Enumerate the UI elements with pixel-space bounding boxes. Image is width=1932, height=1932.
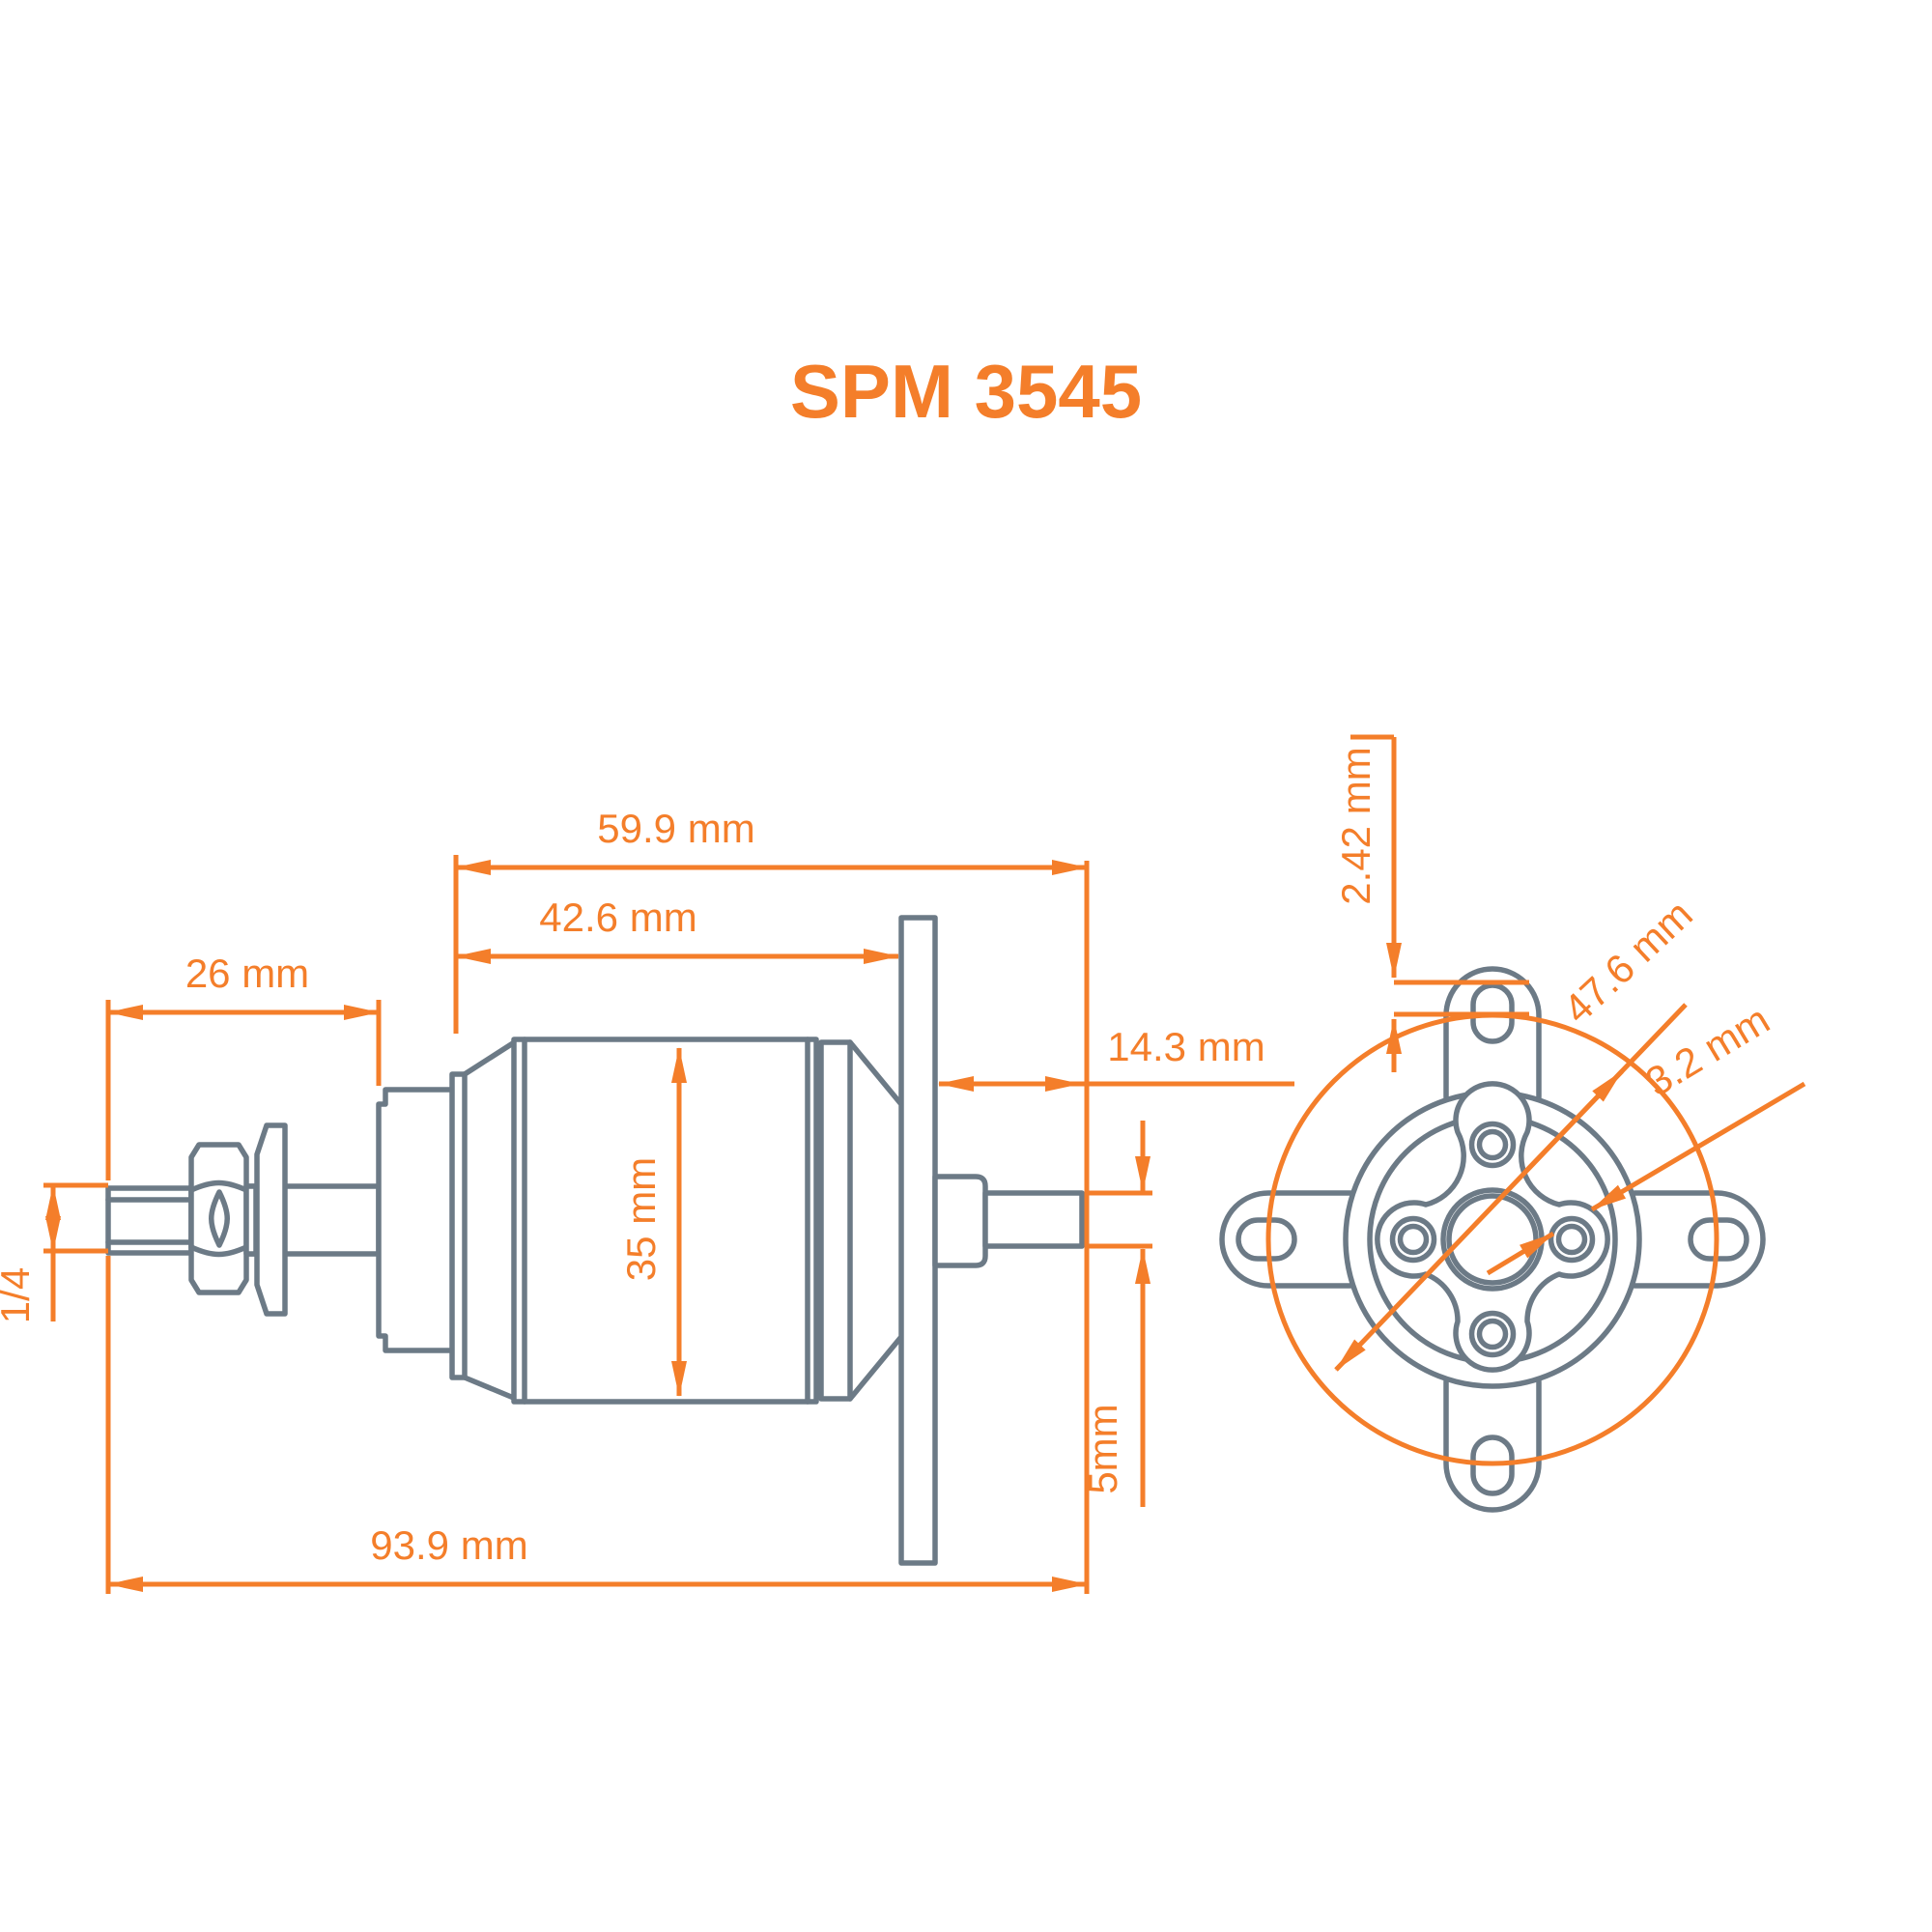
dim-rear-shaft-length-label: 14.3 mm <box>1107 1024 1264 1069</box>
mount-holes <box>1389 1121 1596 1358</box>
front-plate <box>449 1038 519 1402</box>
bolt-circle <box>1265 1012 1719 1466</box>
dim-rear-shaft-diameter-label: 5mm <box>1080 1404 1125 1493</box>
mount-base <box>376 1087 457 1353</box>
dim-overall-length: 93.9 mm <box>107 1522 1088 1592</box>
dim-mount-hole-diameter-label: 3.2 mm <box>1637 996 1776 1104</box>
dim-rear-shaft-length: 14.3 mm <box>938 1024 1294 1092</box>
dim-can-diameter: 35 mm <box>618 1047 687 1397</box>
motor-can <box>511 1037 819 1405</box>
prop-nut <box>188 1142 249 1295</box>
dim-front-shaft-length: 26 mm <box>107 951 380 1020</box>
drawing-title: SPM 3545 <box>790 349 1142 434</box>
dim-rear-shaft-diameter: 5mm <box>1080 1121 1151 1507</box>
dim-overall-length-label: 93.9 mm <box>370 1522 527 1568</box>
drive-washer <box>254 1122 288 1317</box>
dim-lug-hole-offset-label: 2.42 mm <box>1333 747 1378 904</box>
front-shaft <box>105 1185 194 1256</box>
motor-front-view <box>1219 966 1766 1513</box>
dim-front-shaft-length-label: 26 mm <box>185 951 309 996</box>
dim-front-shaft-diameter-label: 1/4 <box>0 1267 38 1323</box>
mount-flange <box>898 915 938 1566</box>
dim-body-plus-shaft-length-label: 59.9 mm <box>597 806 754 851</box>
dim-can-to-mount-length-label: 42.6 mm <box>539 895 696 940</box>
dim-can-diameter-label: 35 mm <box>618 1157 664 1281</box>
extension-lines <box>43 855 1152 1594</box>
rear-collar <box>932 1174 988 1268</box>
rear-shaft <box>982 1190 1085 1249</box>
dim-front-shaft-diameter: 1/4 <box>0 1184 62 1323</box>
motor-side-view <box>105 915 1085 1566</box>
rear-bell <box>818 1039 903 1402</box>
dim-can-to-mount-length: 42.6 mm <box>455 895 899 964</box>
dim-body-plus-shaft-length: 59.9 mm <box>455 806 1088 875</box>
